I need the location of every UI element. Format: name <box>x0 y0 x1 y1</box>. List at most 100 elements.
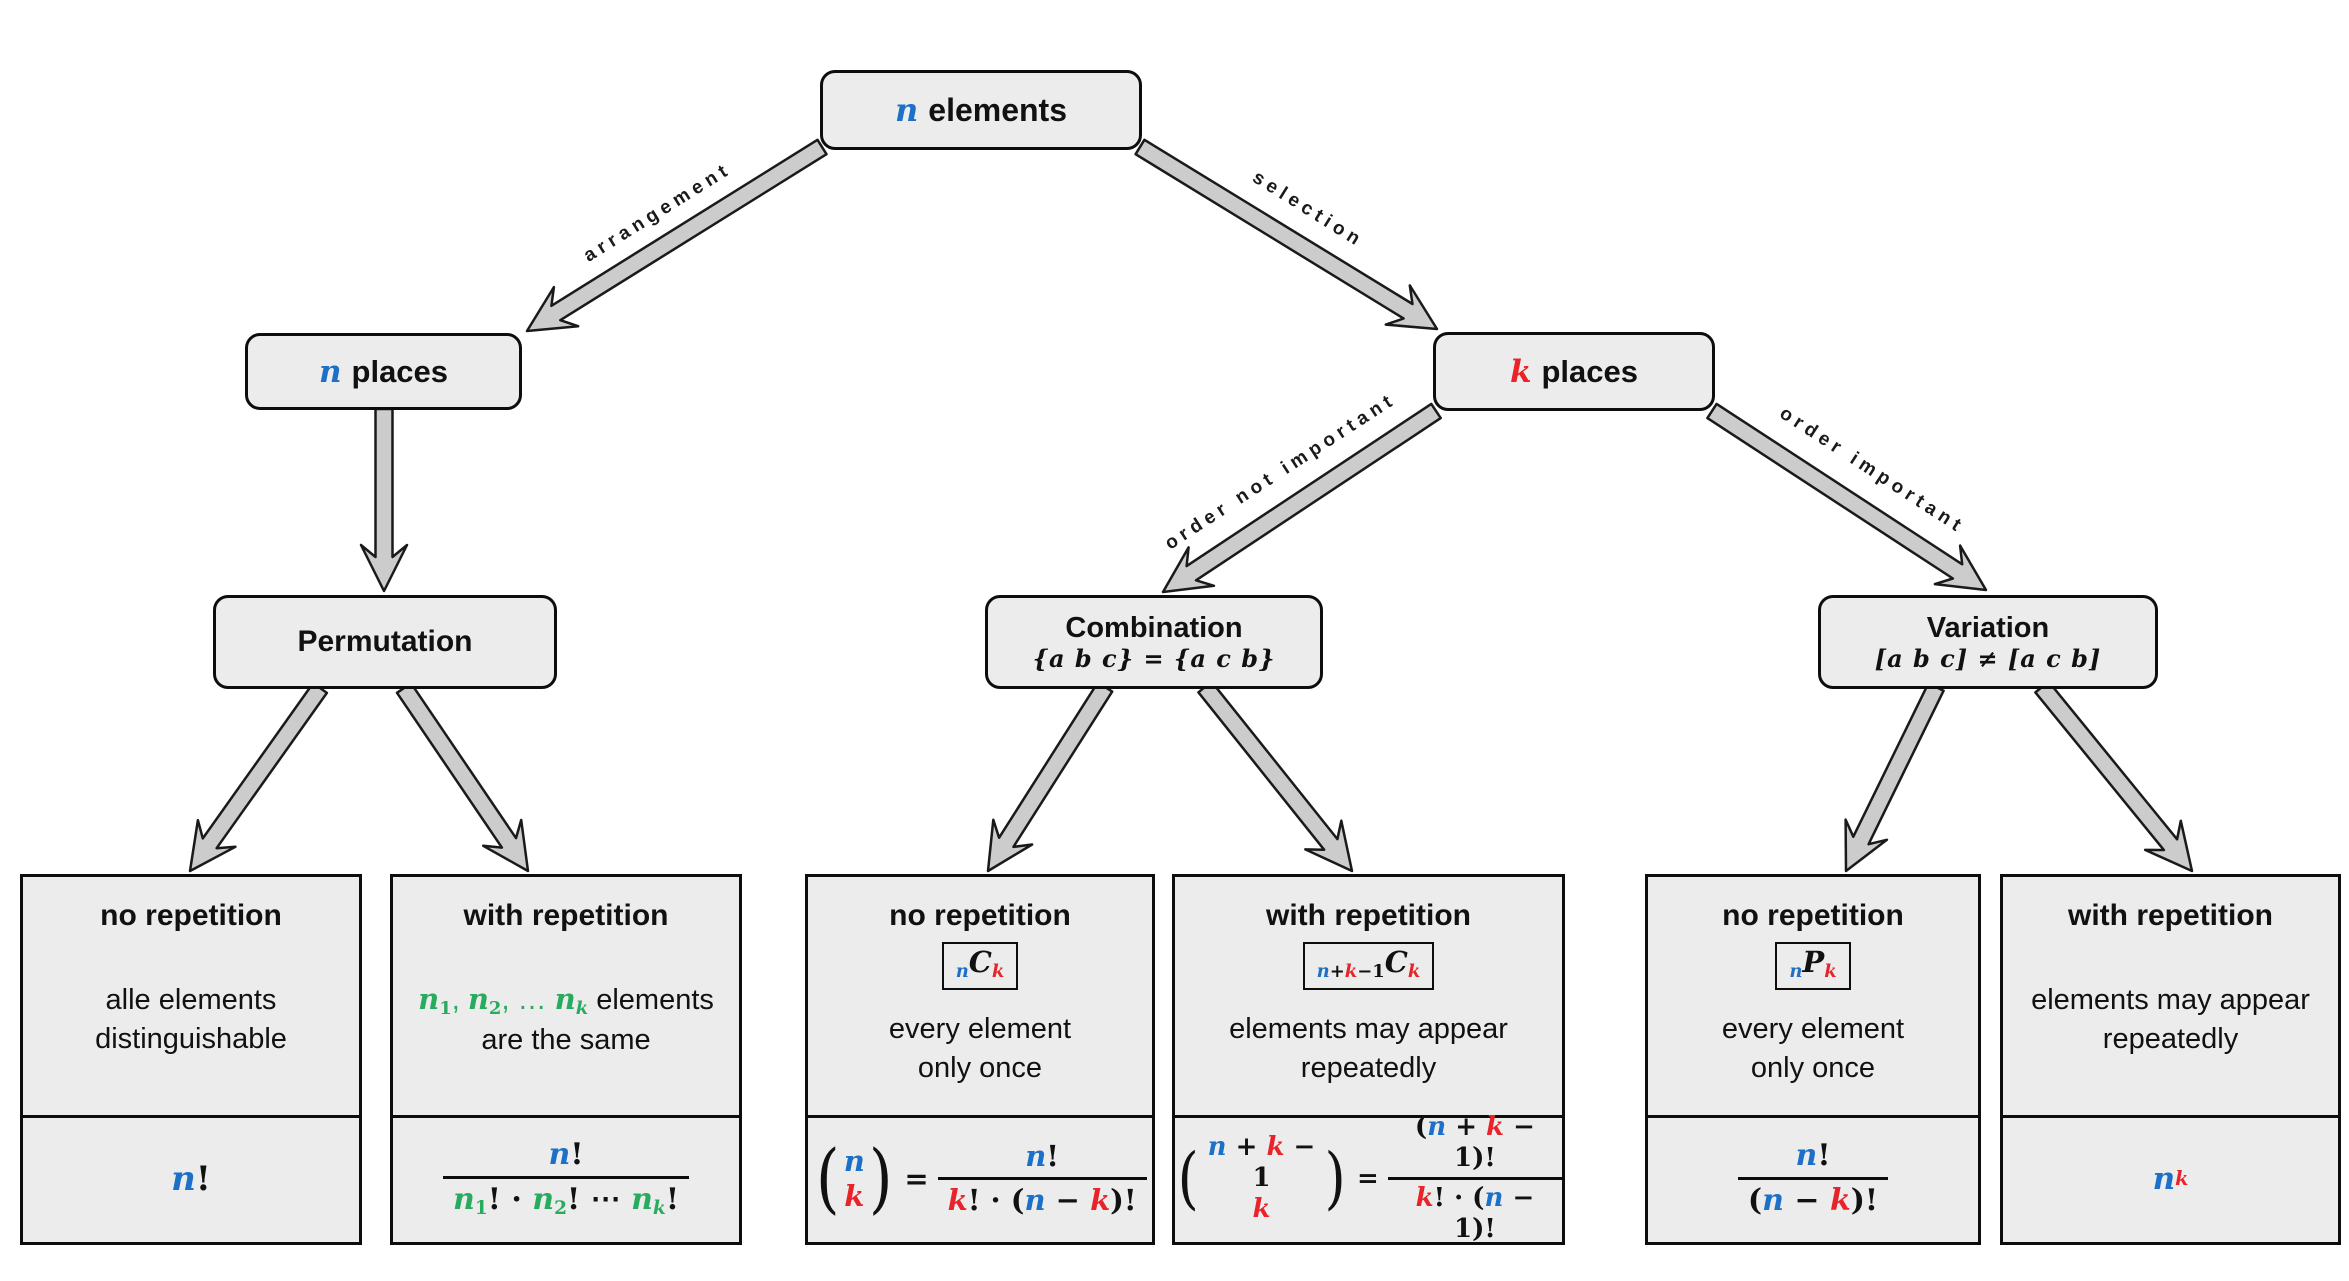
math-token: n <box>631 1181 653 1217</box>
math-token: repeatedly <box>1300 1051 1437 1084</box>
math-token: n <box>1762 1183 1784 1218</box>
math-token: k <box>844 1178 865 1213</box>
node-combination: Combination {a b c} = {a c b} <box>985 595 1323 689</box>
math-token: k <box>1266 1131 1285 1162</box>
leaf-title: no repetition <box>100 899 282 932</box>
arrow-permutation-with-rep <box>395 681 530 873</box>
math-token: P <box>1802 945 1825 979</box>
math-token: n <box>171 1158 196 1199</box>
math-token: k <box>991 961 1005 983</box>
node-n-places-label: places <box>351 353 449 389</box>
math-token: C <box>1384 945 1408 979</box>
math-token: k <box>1824 961 1837 983</box>
math-token: k <box>1829 1183 1851 1218</box>
leaf-description: every element only once <box>889 990 1071 1115</box>
arrow-permutation-no-rep <box>188 681 329 873</box>
var-n: n <box>318 353 342 390</box>
node-permutation-title: Permutation <box>297 625 473 658</box>
leaf-description: every element only once <box>1722 990 1904 1115</box>
math-token: k <box>947 1183 968 1217</box>
leaf-title: no repetition <box>889 899 1071 932</box>
arrow-combination-with-rep <box>1197 680 1354 873</box>
leaf-formula: n!n1! · n2! ⋯ nk! <box>443 1137 689 1221</box>
math-token: n <box>1207 1131 1227 1162</box>
arrow-selection <box>1134 138 1439 331</box>
arrow-variation-no-rep <box>1844 682 1945 873</box>
math-token: , … <box>501 984 555 1017</box>
math-token: ! <box>195 1158 211 1199</box>
math-token: k <box>575 998 589 1020</box>
math-token: n <box>843 1143 865 1178</box>
math-token: ! <box>1433 1183 1446 1213</box>
arrow-variation-with-rep <box>2034 680 2194 873</box>
leaf-combination-with-repetition: with repetition n+k−1Ck elements may app… <box>1172 874 1565 1245</box>
math-token: only once <box>1750 1051 1876 1084</box>
math-token: −1 <box>1357 961 1385 983</box>
symbol-nCk: nCk <box>941 942 1019 991</box>
math-token: + <box>1329 961 1345 983</box>
arrow-combination-no-rep <box>986 681 1114 873</box>
math-token: ! <box>567 1181 581 1217</box>
leaf-formula: n!(n − k)! <box>1737 1138 1889 1219</box>
math-token: ! <box>570 1136 584 1172</box>
math-token: k <box>1090 1183 1111 1217</box>
leaf-description: elements may appear repeatedly <box>2031 933 2310 1115</box>
node-combination-subtitle: {a b c} = {a c b} <box>1032 644 1276 674</box>
node-variation: Variation [a b c] ≠ [a c b] <box>1818 595 2158 689</box>
math-token: n <box>1789 961 1803 983</box>
leaf-title: with repetition <box>2068 899 2273 932</box>
math-token: 1 <box>439 998 452 1020</box>
math-token: − 1 <box>1252 1131 1316 1193</box>
node-variation-subtitle: [a b c] ≠ [a c b] <box>1874 644 2102 674</box>
node-k-places-label: places <box>1541 353 1638 389</box>
math-token: · ( <box>1445 1183 1485 1213</box>
math-token: · <box>500 1181 533 1217</box>
math-token: k <box>1407 961 1421 983</box>
math-token: n <box>467 982 489 1017</box>
math-token: , <box>451 984 468 1017</box>
math-token: 2 <box>488 998 502 1020</box>
math-token: distinguishable <box>95 1023 287 1055</box>
math-token: repeatedly <box>2102 1023 2239 1055</box>
math-token: only once <box>917 1051 1043 1084</box>
math-token: n <box>532 1181 555 1217</box>
math-token: + <box>1446 1111 1487 1142</box>
leaf-permutation-no-repetition: no repetition alle elements distinguishab… <box>20 874 362 1245</box>
arrow-n-places-permutation <box>359 407 409 593</box>
math-token: n <box>1316 961 1330 983</box>
leaf-variation-with-repetition: with repetition elements may appear repea… <box>2000 874 2341 1245</box>
leaf-title: no repetition <box>1722 899 1904 932</box>
math-token: n <box>548 1136 571 1172</box>
math-token: ! <box>967 1183 981 1217</box>
math-token: n <box>1024 1183 1046 1217</box>
node-n-elements-label: elements <box>928 92 1067 128</box>
math-token: elements may appear <box>2031 984 2310 1017</box>
math-token: ! <box>1817 1138 1831 1173</box>
math-token: alle elements <box>105 984 277 1017</box>
math-token: − <box>1045 1183 1091 1217</box>
var-k: k <box>1510 353 1532 390</box>
arrow-arrangement <box>525 138 828 333</box>
math-token: ! <box>665 1181 679 1217</box>
leaf-title: with repetition <box>463 899 669 932</box>
node-combination-title: Combination <box>1065 611 1243 644</box>
math-token: ! <box>487 1181 501 1217</box>
math-token: every element <box>1721 1013 1905 1046</box>
math-token: every element <box>888 1013 1072 1046</box>
leaf-description: alle elements distinguishable <box>95 933 287 1115</box>
node-permutation: Permutation <box>213 595 557 689</box>
math-token: k <box>1415 1183 1434 1213</box>
math-token: n <box>1795 1138 1818 1173</box>
math-token: + <box>1226 1131 1267 1162</box>
math-token: n <box>453 1181 475 1217</box>
math-token: ( <box>1414 1111 1428 1142</box>
